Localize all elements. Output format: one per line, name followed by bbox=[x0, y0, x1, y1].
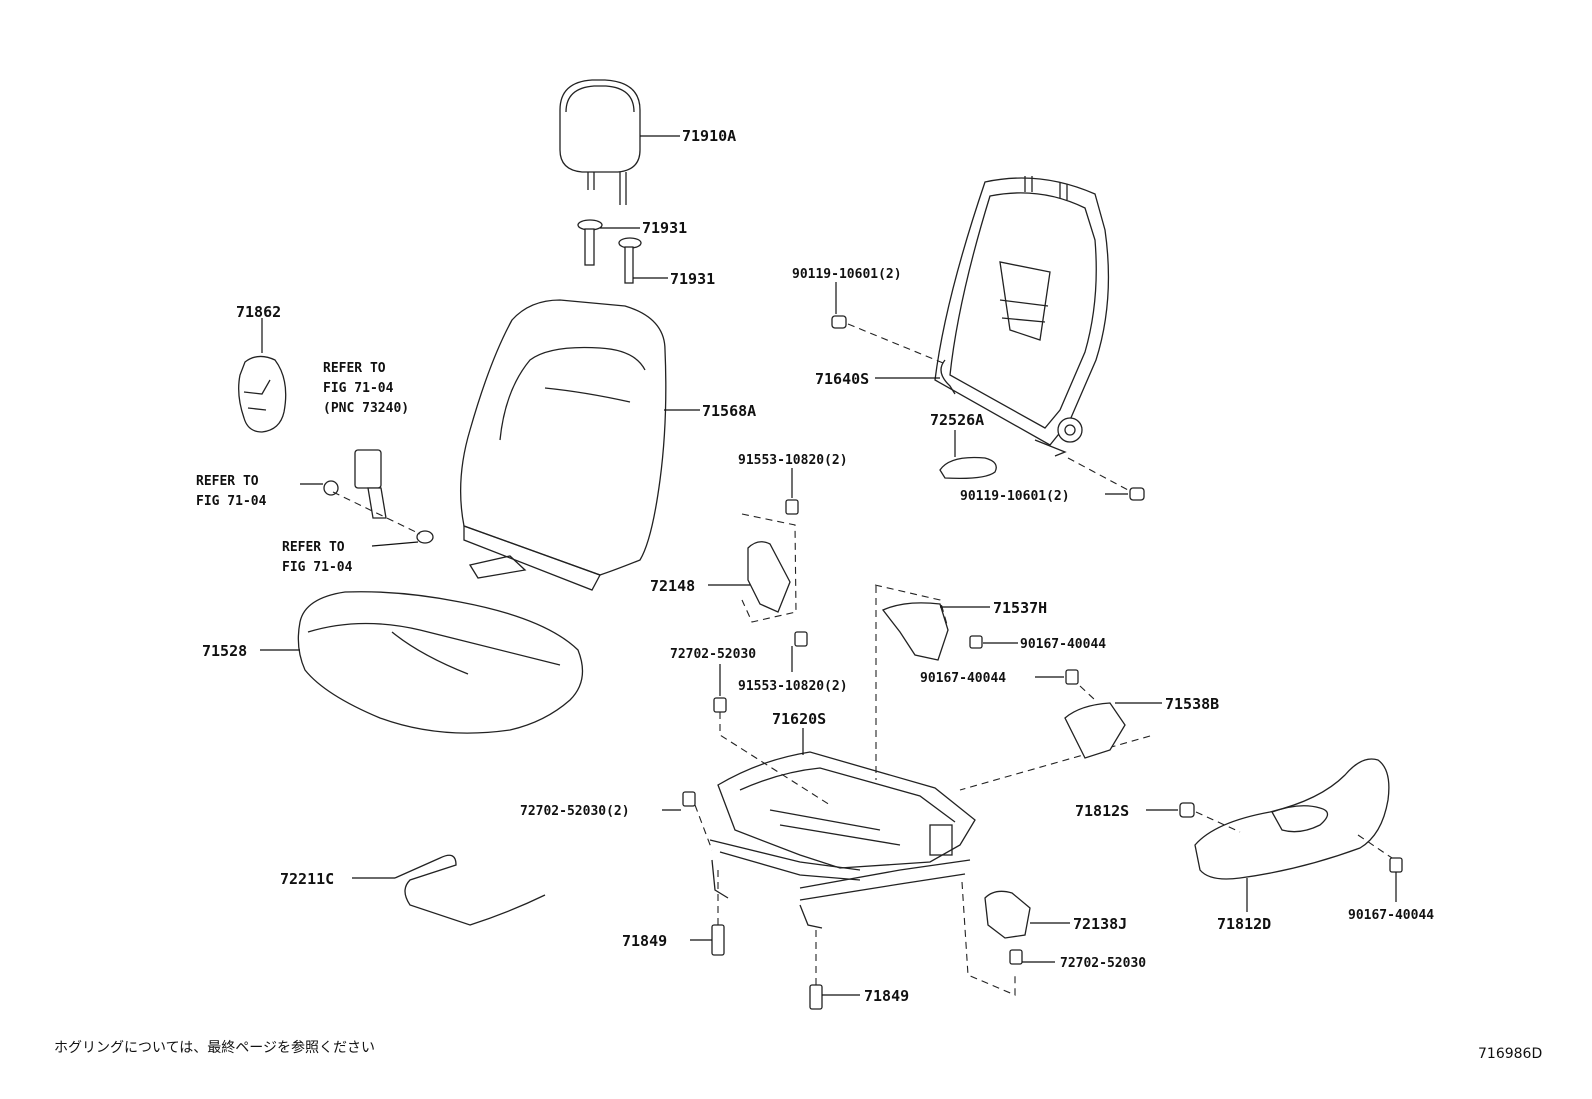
bolt-91553-a bbox=[785, 499, 799, 515]
pin-71849-a bbox=[711, 924, 725, 956]
label-90167-b: 90167-40044 bbox=[920, 671, 1006, 686]
label-refer-1a: REFER TO bbox=[323, 361, 386, 376]
cover-72138J-drawing bbox=[984, 890, 1031, 939]
figure-id: 716986D bbox=[1478, 1046, 1542, 1062]
bracket-72148-drawing bbox=[747, 541, 791, 613]
label-91553-b: 91553-10820(2) bbox=[738, 679, 848, 694]
label-71538B: 71538B bbox=[1165, 695, 1219, 713]
dash-90119-b bbox=[1067, 457, 1129, 491]
headrest-drawing bbox=[559, 79, 641, 205]
label-71640S: 71640S bbox=[815, 370, 869, 388]
label-72148: 72148 bbox=[650, 577, 695, 595]
pin-71849-b bbox=[809, 984, 823, 1010]
headrest-support-drawing bbox=[577, 219, 642, 284]
label-71910A: 71910A bbox=[682, 127, 736, 145]
label-71568A: 71568A bbox=[702, 402, 756, 420]
label-91553-a: 91553-10820(2) bbox=[738, 453, 848, 468]
seat-back-frame-drawing bbox=[934, 176, 1110, 457]
label-refer-1c: (PNC 73240) bbox=[323, 401, 409, 416]
screw-90167-c bbox=[1389, 857, 1403, 873]
screw-71812S bbox=[1179, 802, 1195, 818]
seat-adjuster-drawing bbox=[709, 751, 976, 929]
label-71812D: 71812D bbox=[1217, 915, 1271, 933]
cover-71537H-drawing bbox=[881, 602, 949, 661]
label-71931-b: 71931 bbox=[670, 270, 715, 288]
label-refer-2b: FIG 71-04 bbox=[196, 494, 267, 509]
screw-90167-a bbox=[969, 635, 983, 649]
leader-refer-3 bbox=[371, 541, 419, 547]
seat-cushion-drawing bbox=[297, 591, 584, 734]
label-71931-a: 71931 bbox=[642, 219, 687, 237]
label-71812S: 71812S bbox=[1075, 802, 1129, 820]
bolt-90119-a bbox=[831, 315, 847, 329]
bolt-72702-a bbox=[713, 697, 727, 713]
label-71537H: 71537H bbox=[993, 599, 1047, 617]
label-72702-b: 72702-52030(2) bbox=[520, 804, 630, 819]
screw-90167-b bbox=[1065, 669, 1079, 685]
label-90119-b: 90119-10601(2) bbox=[960, 489, 1070, 504]
dash-71537H bbox=[874, 584, 949, 629]
label-71862: 71862 bbox=[236, 303, 281, 321]
seat-back-drawing bbox=[459, 299, 667, 591]
dash-90119-a bbox=[847, 323, 949, 366]
cover-72526A-drawing bbox=[939, 456, 997, 480]
bolt-90119-b bbox=[1129, 487, 1145, 501]
dash-71538B bbox=[959, 685, 1151, 791]
label-refer-1b: FIG 71-04 bbox=[323, 381, 394, 396]
bolt-91553-b bbox=[794, 631, 808, 647]
label-90167-a: 90167-40044 bbox=[1020, 637, 1106, 652]
dash-90167-c bbox=[1357, 834, 1393, 859]
dash-adjuster-left bbox=[719, 712, 831, 806]
label-71849-b: 71849 bbox=[864, 987, 909, 1005]
label-71849-a: 71849 bbox=[622, 932, 667, 950]
label-72211C: 72211C bbox=[280, 870, 334, 888]
side-shield-71812D-drawing bbox=[1194, 758, 1390, 880]
label-71620S: 71620S bbox=[772, 710, 826, 728]
dash-72148-box bbox=[741, 513, 797, 623]
label-72138J: 72138J bbox=[1073, 915, 1127, 933]
dash-71812S bbox=[1195, 811, 1241, 833]
label-refer-3a: REFER TO bbox=[282, 540, 345, 555]
label-refer-3b: FIG 71-04 bbox=[282, 560, 353, 575]
wire-72211C-drawing bbox=[394, 854, 546, 926]
label-90167-c: 90167-40044 bbox=[1348, 908, 1434, 923]
dash-buckle bbox=[332, 491, 421, 535]
bolt-72702-b bbox=[682, 791, 696, 807]
bolt-72702-c bbox=[1009, 949, 1023, 965]
label-72526A: 72526A bbox=[930, 411, 984, 429]
footer-note: ホグリングについては、最終ページを参照ください bbox=[54, 1039, 375, 1056]
belt-buckle-drawing bbox=[323, 449, 434, 544]
label-refer-2a: REFER TO bbox=[196, 474, 259, 489]
label-72702-a: 72702-52030 bbox=[670, 647, 756, 662]
label-72702-c: 72702-52030 bbox=[1060, 956, 1146, 971]
dash-72702-b bbox=[694, 804, 713, 851]
cover-71538B-drawing bbox=[1064, 702, 1126, 759]
trim-cover-71862-drawing bbox=[238, 355, 287, 433]
label-90119-a: 90119-10601(2) bbox=[792, 267, 902, 282]
label-71528: 71528 bbox=[202, 642, 247, 660]
